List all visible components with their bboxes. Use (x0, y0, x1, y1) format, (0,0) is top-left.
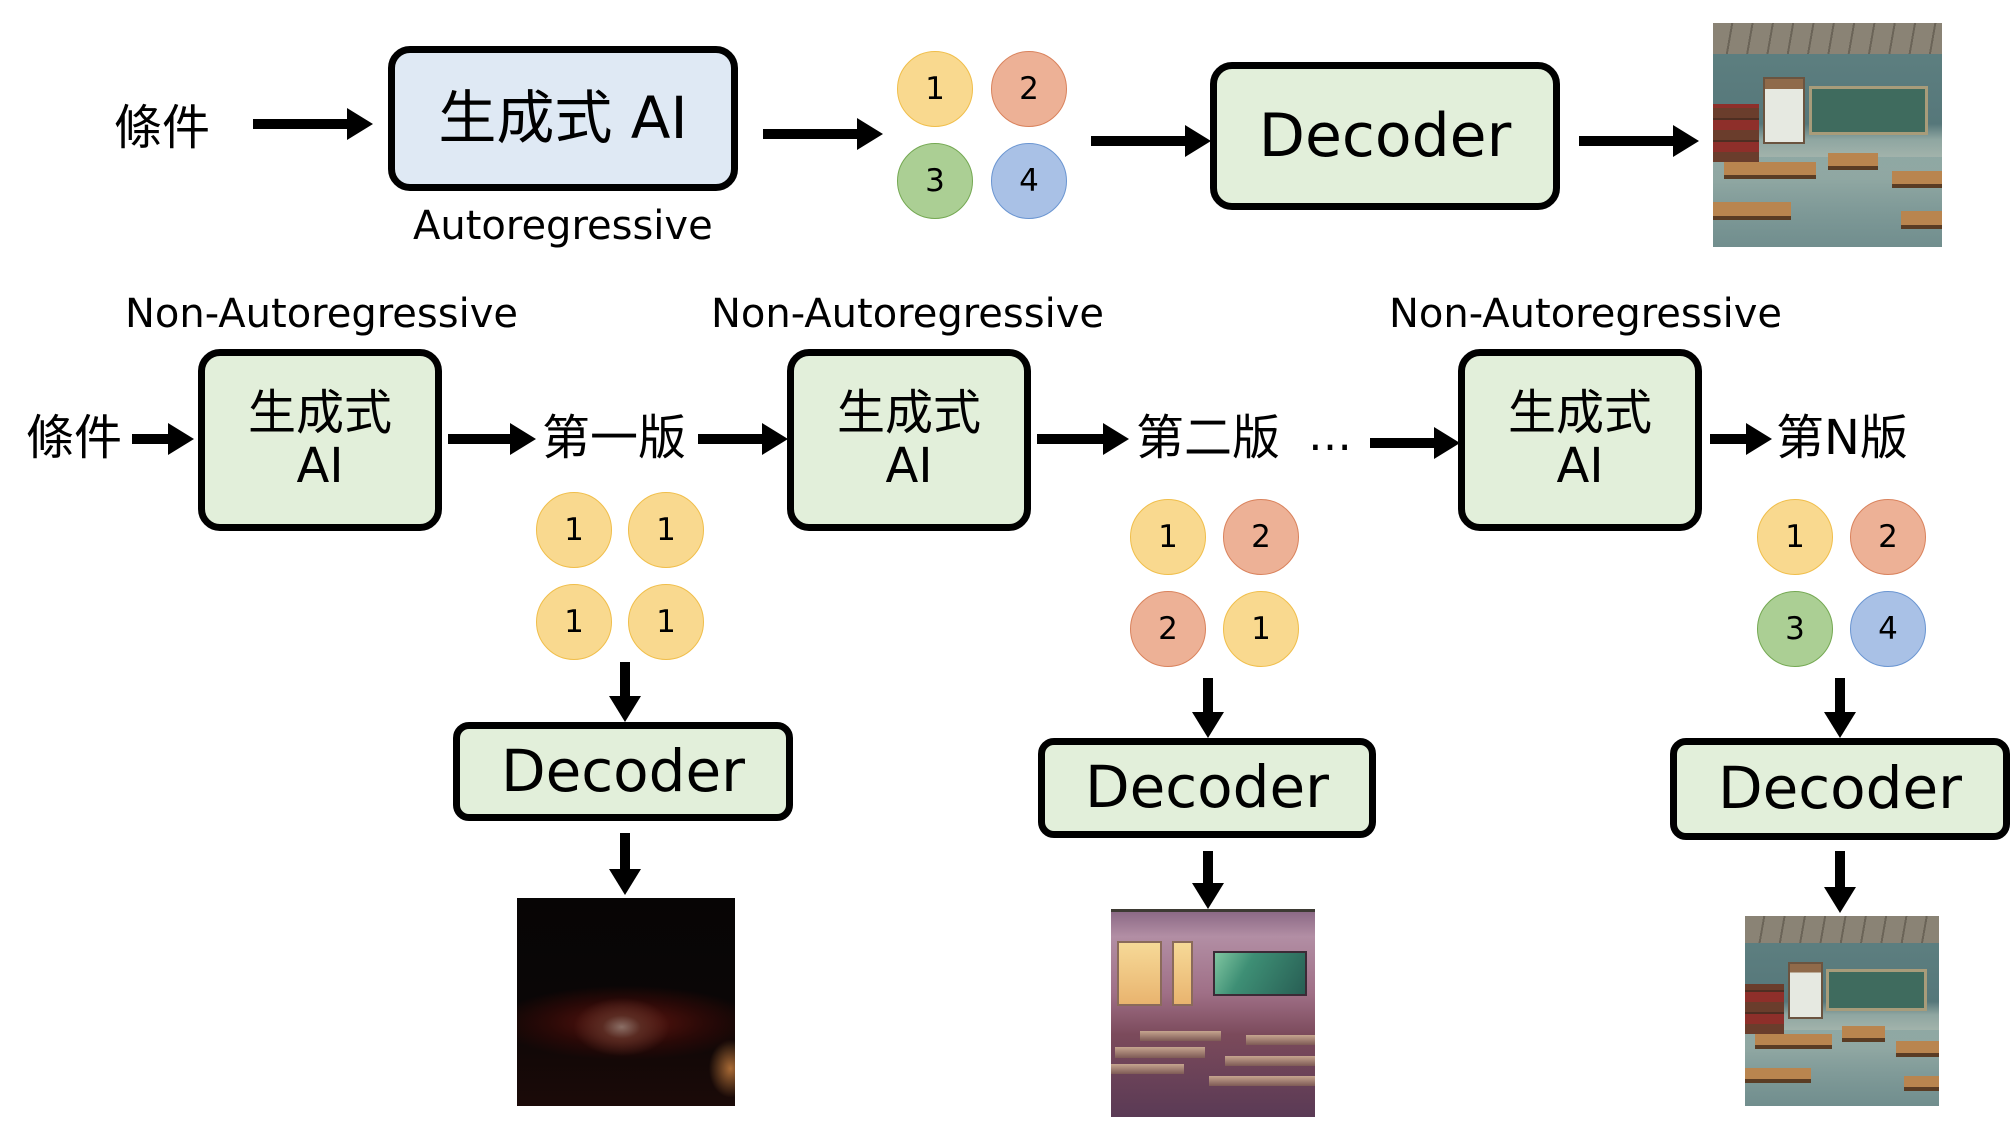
arrow-down-icon (1192, 851, 1224, 909)
output-image-stage-3 (1745, 916, 1939, 1106)
arrow-right-icon (1710, 423, 1772, 455)
top-output-classroom-image (1713, 23, 1942, 247)
generator-label-line1: 生成式 (1507, 385, 1652, 442)
nar-caption-2: Non-Autoregressive (711, 291, 1104, 337)
top-condition-label: 條件 (114, 100, 211, 156)
version-label-1: 第一版 (542, 410, 687, 466)
autoregressive-generator-box: 生成式 AI (388, 46, 738, 191)
decoder-box-stage-2: Decoder (1038, 738, 1376, 838)
token-orange: 2 (1223, 499, 1299, 575)
token-yellow: 1 (1130, 499, 1206, 575)
generator-label-line2: AI (1556, 438, 1604, 494)
arrow-right-icon (1579, 125, 1699, 157)
token-blue: 4 (1850, 591, 1926, 667)
nar-caption-1: Non-Autoregressive (125, 291, 518, 337)
nar-caption-3: Non-Autoregressive (1389, 291, 1782, 337)
arrow-right-icon (448, 423, 536, 455)
generator-label-line1: 生成式 (836, 385, 981, 442)
ellipsis: … (1308, 410, 1352, 461)
decoder-box-label: Decoder (1084, 753, 1330, 822)
token-orange: 2 (1130, 591, 1206, 667)
generator-label-line2: AI (885, 438, 933, 494)
decoder-box-label: Decoder (500, 736, 746, 805)
token-orange: 2 (1850, 499, 1926, 575)
decoder-box-label: Decoder (1717, 754, 1963, 823)
nar-generator-box-2: 生成式 AI (787, 349, 1031, 531)
arrow-right-icon (1037, 423, 1129, 455)
token-green: 3 (897, 143, 973, 219)
arrow-right-icon (253, 108, 373, 140)
arrow-down-icon (609, 833, 641, 895)
token-yellow: 1 (628, 584, 704, 660)
version-label-3: 第N版 (1776, 410, 1908, 466)
bottom-condition-label: 條件 (26, 410, 123, 466)
token-yellow: 1 (897, 51, 973, 127)
arrow-down-icon (1824, 678, 1856, 738)
token-blue: 4 (991, 143, 1067, 219)
arrow-right-icon (1091, 125, 1211, 157)
arrow-down-icon (1192, 678, 1224, 738)
arrow-down-icon (609, 662, 641, 722)
arrow-down-icon (1824, 851, 1856, 913)
arrow-right-icon (132, 423, 194, 455)
nar-generator-box-3: 生成式 AI (1458, 349, 1702, 531)
token-green: 3 (1757, 591, 1833, 667)
arrow-right-icon (1370, 427, 1460, 459)
token-yellow: 1 (1223, 591, 1299, 667)
token-yellow: 1 (536, 584, 612, 660)
generator-label-line1: 生成式 (247, 385, 392, 442)
generator-box-label: 生成式 AI (438, 83, 688, 152)
decoder-box-stage-3: Decoder (1670, 738, 2010, 840)
token-yellow: 1 (1757, 499, 1833, 575)
decoder-box-stage-1: Decoder (453, 722, 793, 821)
arrow-right-icon (698, 423, 788, 455)
token-yellow: 1 (536, 492, 612, 568)
generator-label-line2: AI (296, 438, 344, 494)
nar-generator-box-1: 生成式 AI (198, 349, 442, 531)
decoder-box-label: Decoder (1258, 101, 1512, 171)
version-label-2: 第二版 (1136, 410, 1281, 466)
output-image-stage-2 (1111, 909, 1315, 1117)
autoregressive-caption: Autoregressive (413, 203, 713, 249)
top-decoder-box: Decoder (1210, 62, 1560, 210)
arrow-right-icon (763, 118, 883, 150)
token-yellow: 1 (628, 492, 704, 568)
token-orange: 2 (991, 51, 1067, 127)
output-image-stage-1 (517, 898, 735, 1106)
